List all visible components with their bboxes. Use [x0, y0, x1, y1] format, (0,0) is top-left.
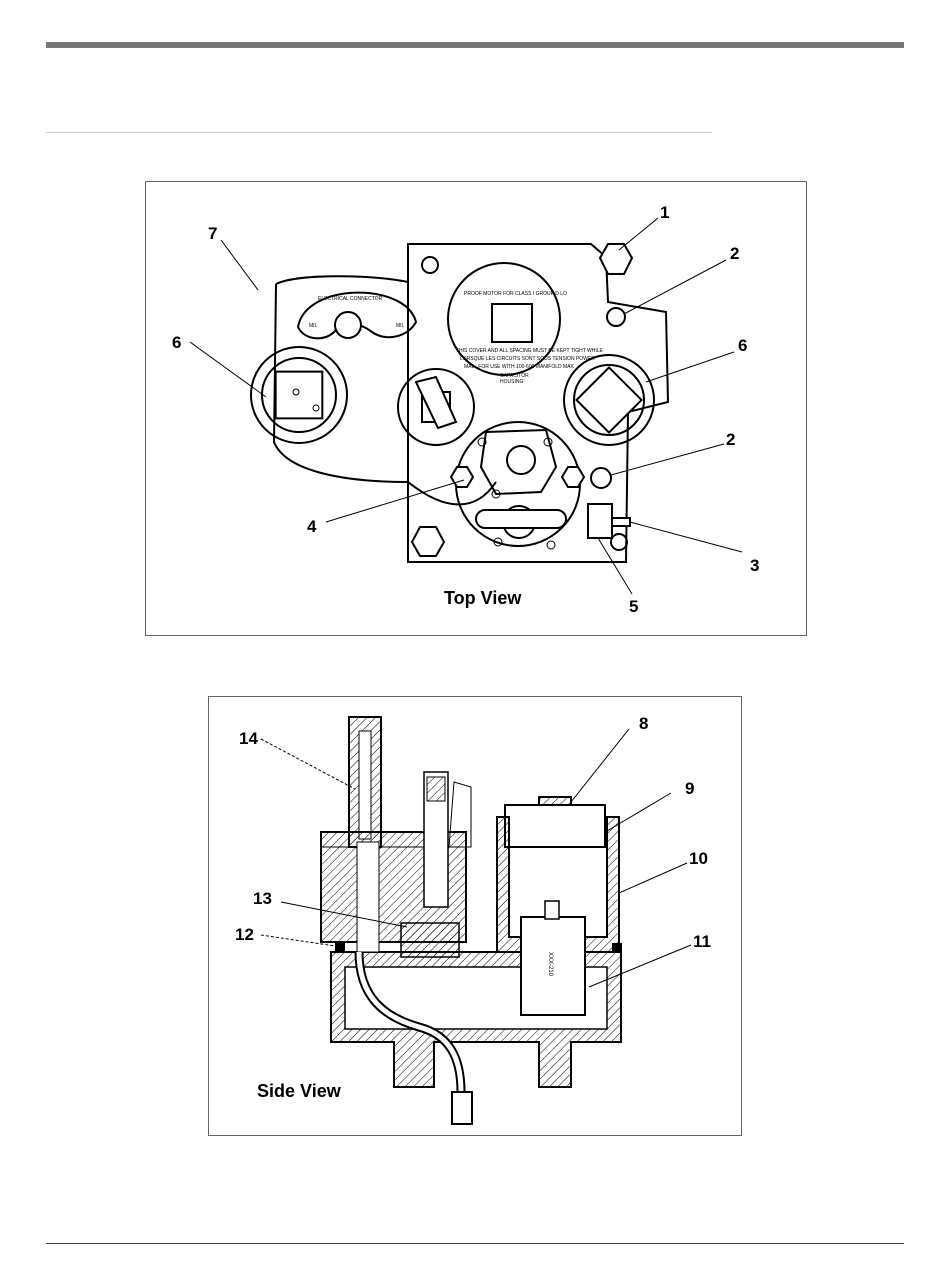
callout-2-lower: 2: [726, 430, 735, 449]
solenoid-cap: [505, 805, 605, 847]
pilot-passage: [357, 842, 379, 952]
plug-upper: [607, 308, 625, 326]
cover-text-line3: LORSQUE LES CIRCUITS SONT SOUS TENSION P…: [460, 356, 595, 362]
leader-6-right: [646, 352, 734, 382]
callout-11: 11: [693, 932, 711, 951]
hex-nut-right: [562, 467, 584, 487]
callout-1: 1: [660, 203, 669, 222]
solenoid-lead: [476, 510, 566, 528]
leader-9: [607, 793, 671, 831]
cover-text-line2: THIS COVER AND ALL SPACING MUST BE KEPT …: [456, 348, 604, 354]
callout-6-left: 6: [172, 333, 181, 352]
solenoid-nut: [507, 446, 535, 474]
callout-5: 5: [629, 597, 638, 616]
footer-rule: [46, 1243, 904, 1244]
cover-window: [492, 304, 532, 342]
tube-fitting: [452, 1092, 472, 1124]
callout-13: 13: [253, 889, 272, 908]
callout-8: 8: [639, 714, 648, 733]
callout-7: 7: [208, 224, 217, 243]
callout-10: 10: [689, 849, 708, 868]
leader-10: [619, 863, 687, 893]
connector-ring-text: ELECTRICAL CONNECTOR: [318, 296, 383, 302]
leader-6-left: [190, 342, 266, 397]
mounting-hole-top-left: [422, 257, 438, 273]
callout-12: 12: [235, 925, 254, 944]
callout-2-upper: 2: [730, 244, 739, 263]
callout-14: 14: [239, 729, 258, 748]
leader-2a: [624, 260, 726, 314]
leader-7: [221, 240, 258, 290]
top-view-figure: PROOF MOTOR FOR CLASS I GROUP D LO THIS …: [145, 181, 807, 636]
top-view-drawing: PROOF MOTOR FOR CLASS I GROUP D LO THIS …: [146, 182, 806, 635]
cover-text-line1: PROOF MOTOR FOR CLASS I GROUP D LO: [464, 291, 567, 297]
solenoid-top-boss: [539, 797, 571, 805]
fitting-body-5: [588, 504, 612, 538]
adjuster-spring: [359, 731, 371, 839]
solenoid-screw-5: [547, 541, 555, 549]
plug-lower: [591, 468, 611, 488]
side-view-caption: Side View: [257, 1081, 342, 1101]
mounting-hole-bottom-right: [611, 534, 627, 550]
diaphragm-assembly: [401, 923, 459, 957]
o-ring-left: [335, 943, 345, 951]
upper-left-body: [276, 244, 408, 284]
leader-1: [619, 218, 658, 250]
coil-terminal: [545, 901, 559, 919]
leader-3: [630, 522, 742, 552]
callout-4: 4: [307, 517, 317, 536]
callout-6-right: 6: [738, 336, 747, 355]
leader-8: [571, 729, 629, 802]
right-adjuster-square: [576, 367, 641, 432]
side-view-drawing: XXX-210 8 9 10 11 12 13 14 Side View: [209, 697, 741, 1135]
cover-text-line4: MAL : FOR USE WITH 100-600 MANIFOLD MAX: [464, 364, 575, 370]
left-adjuster-square: [252, 348, 345, 441]
fitting-tip-3: [612, 518, 630, 526]
hex-bolt-top-right: [600, 244, 632, 274]
o-ring-right: [612, 943, 622, 951]
leader-14: [261, 739, 355, 789]
callout-3: 3: [750, 556, 759, 575]
hex-bolt-bottom-left: [412, 527, 444, 556]
header-subrule: [46, 132, 712, 133]
header-rule: [46, 42, 904, 48]
callout-9: 9: [685, 779, 694, 798]
hex-nut-4: [451, 467, 473, 487]
connector-left-label: MIL: [309, 323, 318, 329]
connector-nut: [335, 312, 361, 338]
connector-right-label: MIL: [396, 323, 405, 329]
center-stem-cap: [427, 777, 445, 801]
side-view-figure: XXX-210 8 9 10 11 12 13 14 Side View: [208, 696, 742, 1136]
top-view-caption: Top View: [444, 588, 522, 608]
cover-text-line6: HOUSING: [500, 379, 523, 385]
coil-label: XXX-210: [547, 952, 553, 977]
